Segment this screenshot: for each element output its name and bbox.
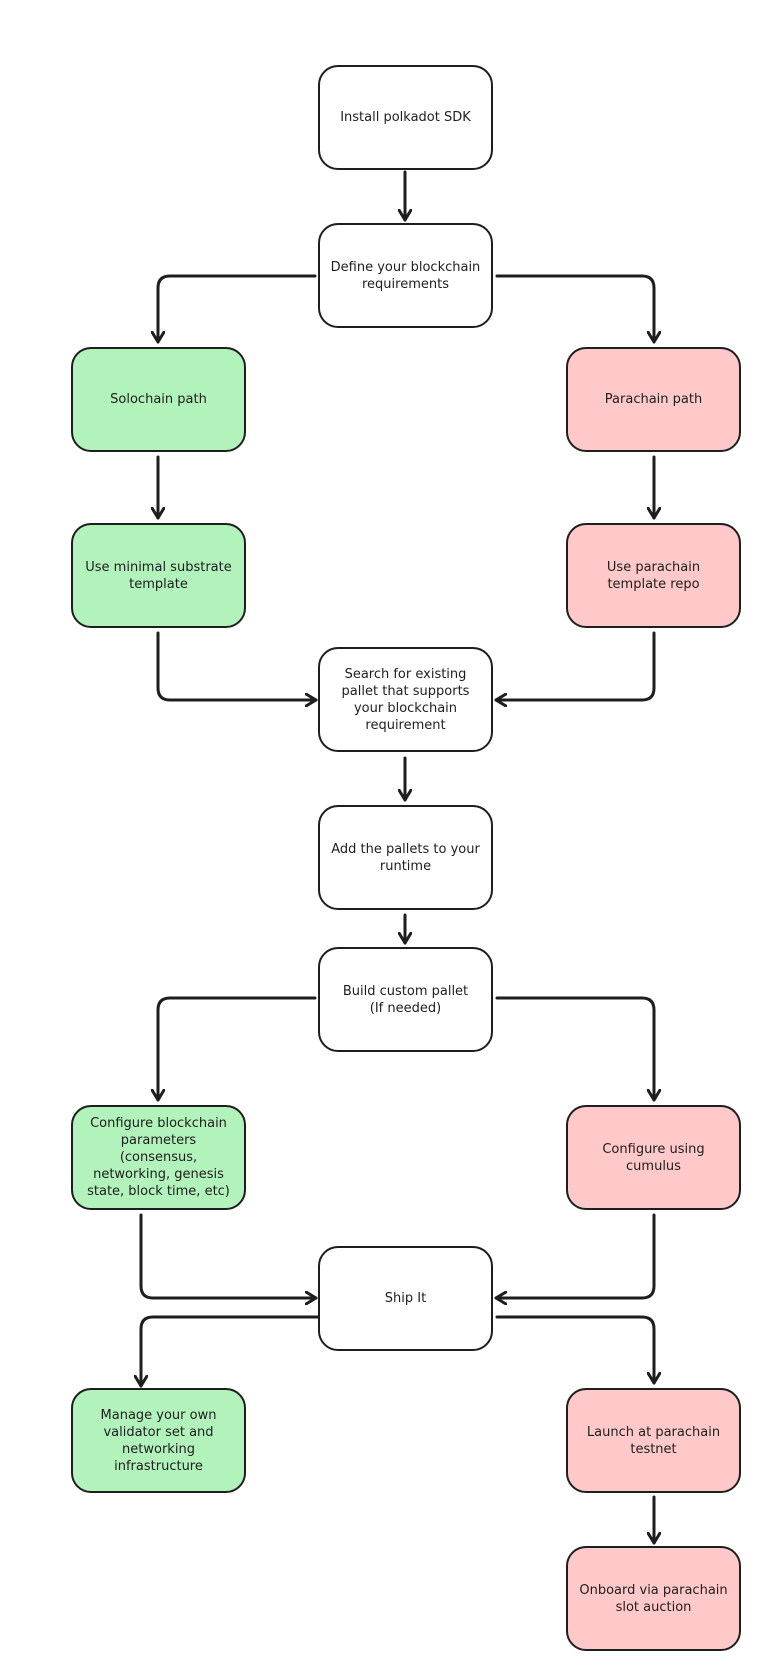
arrow-define-to-solochain — [158, 274, 317, 344]
node-label: Configure using cumulus — [602, 1141, 705, 1174]
node-define-requirements: Define your blockchain requirements — [318, 223, 493, 328]
node-label: Manage your own validator set and networ… — [100, 1407, 217, 1474]
node-configure-parameters: Configure blockchain parameters (consens… — [71, 1105, 246, 1210]
node-onboard-auction: Onboard via parachain slot auction — [566, 1546, 741, 1651]
arrow-define-to-parachain — [495, 274, 654, 344]
node-configure-cumulus: Configure using cumulus — [566, 1105, 741, 1210]
arrow-configure-params-to-ship — [139, 1213, 318, 1298]
node-add-pallets: Add the pallets to your runtime — [318, 805, 493, 910]
node-label: Configure blockchain parameters (consens… — [87, 1116, 230, 1199]
node-label: Install polkadot SDK — [340, 110, 471, 125]
node-install-sdk: Install polkadot SDK — [318, 65, 493, 170]
node-label: Parachain path — [604, 392, 703, 407]
node-label: Use parachain template repo — [606, 559, 701, 592]
node-label: Define your blockchain requirements — [330, 259, 481, 292]
arrow-cumulus-to-ship — [494, 1213, 656, 1298]
node-label: Solochain path — [110, 392, 207, 407]
node-label: Use minimal substrate template — [85, 559, 232, 592]
arrow-parachain-template-to-search — [494, 631, 656, 700]
node-solochain-path: Solochain path — [71, 347, 246, 452]
node-build-custom-pallet: Build custom pallet (If needed) — [318, 947, 493, 1052]
arrow-build-to-cumulus — [495, 996, 654, 1102]
node-parachain-template: Use parachain template repo — [566, 523, 741, 628]
node-label: Launch at parachain testnet — [586, 1424, 721, 1457]
node-ship-it: Ship It — [318, 1246, 493, 1351]
node-search-pallet: Search for existing pallet that supports… — [318, 647, 493, 752]
node-label: Build custom pallet (If needed) — [342, 983, 469, 1016]
node-manage-validators: Manage your own validator set and networ… — [71, 1388, 246, 1493]
arrow-build-to-configure-params — [158, 996, 317, 1102]
node-label: Add the pallets to your runtime — [331, 841, 480, 874]
arrow-ship-to-launch — [495, 1315, 654, 1385]
node-label: Search for existing pallet that supports… — [341, 666, 470, 733]
arrow-minimal-template-to-search — [156, 631, 318, 700]
node-label: Ship It — [384, 1291, 427, 1306]
node-launch-testnet: Launch at parachain testnet — [566, 1388, 741, 1493]
node-minimal-template: Use minimal substrate template — [71, 523, 246, 628]
node-parachain-path: Parachain path — [566, 347, 741, 452]
arrow-ship-to-manage — [141, 1315, 320, 1388]
node-label: Onboard via parachain slot auction — [579, 1582, 728, 1615]
